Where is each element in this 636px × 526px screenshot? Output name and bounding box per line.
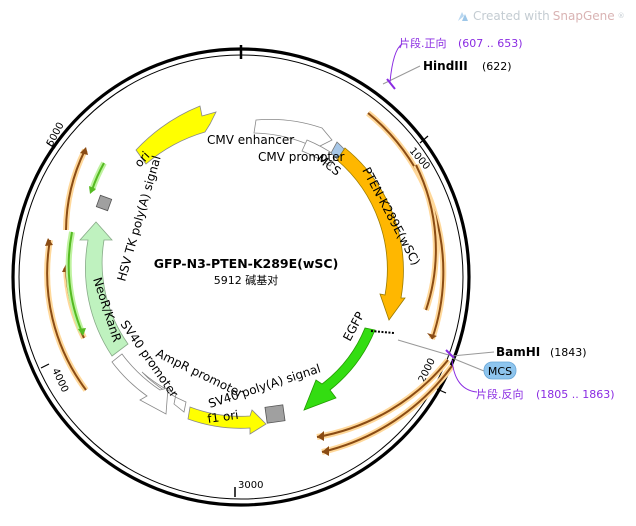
site-hindiii-name: HindIII (423, 59, 468, 73)
primer-left-outer (44, 238, 89, 392)
site-bamhi[interactable]: BamHI (1843) (397, 339, 587, 359)
primer-green-lower (65, 231, 86, 336)
primer-left-upper (63, 147, 88, 231)
fragment-forward-label: 片段.正向 (399, 36, 447, 50)
site-hindiii-pos: (622) (482, 60, 512, 73)
svg-text:3000: 3000 (238, 480, 263, 491)
egfp-start-marker (370, 330, 395, 334)
tick-3000: 3000 (234, 480, 263, 497)
svg-text:4000: 4000 (49, 367, 70, 395)
feature-ori[interactable] (135, 105, 217, 165)
site-bamhi-name: BamHI (496, 345, 540, 359)
plasmid-name: GFP-N3-PTEN-K289E(wSC) (154, 256, 339, 271)
primer-bottom-inner (321, 364, 455, 456)
primer-right-inner (413, 163, 439, 311)
site-fragment-reverse[interactable]: 片段.反向 (1805 .. 1863) (451, 359, 615, 401)
site-hindiii[interactable]: HindIII (622) (382, 59, 512, 90)
feature-egfp[interactable] (303, 327, 376, 411)
fragment-reverse-range: (1805 .. 1863) (536, 388, 615, 401)
fragment-forward-range: (607 .. 653) (458, 37, 523, 50)
primer-green-upper (89, 161, 107, 194)
site-fragment-forward[interactable]: 片段.正向 (607 .. 653) (389, 36, 523, 83)
site-bamhi-pos: (1843) (550, 346, 587, 359)
watermark-brand: SnapGene (552, 9, 615, 23)
tick-4000: 4000 (40, 363, 70, 395)
snapgene-watermark: Created with SnapGene ® (456, 9, 625, 23)
watermark-prefix: Created with (473, 9, 550, 23)
feature-cmv-promoter[interactable] (301, 139, 337, 167)
label-cmv-enhancer: CMV enhancer (207, 133, 294, 147)
primer-bottom-outer (316, 358, 451, 441)
feature-pten[interactable] (336, 147, 406, 321)
site-mcs-tag[interactable]: MCS (451, 357, 517, 380)
feature-sv40-polya[interactable] (264, 404, 286, 424)
mcs-tag-label: MCS (488, 365, 512, 378)
label-cmv-promoter: CMV promoter (258, 150, 345, 164)
feature-neor[interactable] (79, 221, 129, 357)
feature-hsv-tk[interactable] (95, 194, 113, 212)
plasmid-length: 5912 碱基对 (214, 273, 279, 287)
snapgene-logo-icon (458, 12, 468, 21)
feature-f1-ori[interactable] (187, 406, 267, 435)
feature-sv40-promoter[interactable] (111, 353, 169, 415)
watermark-mark: ® (617, 12, 625, 20)
feature-cmv-enhancer[interactable] (253, 119, 333, 149)
fragment-reverse-label: 片段.反向 (476, 387, 524, 401)
label-f1-ori: f1 ori (206, 408, 239, 426)
